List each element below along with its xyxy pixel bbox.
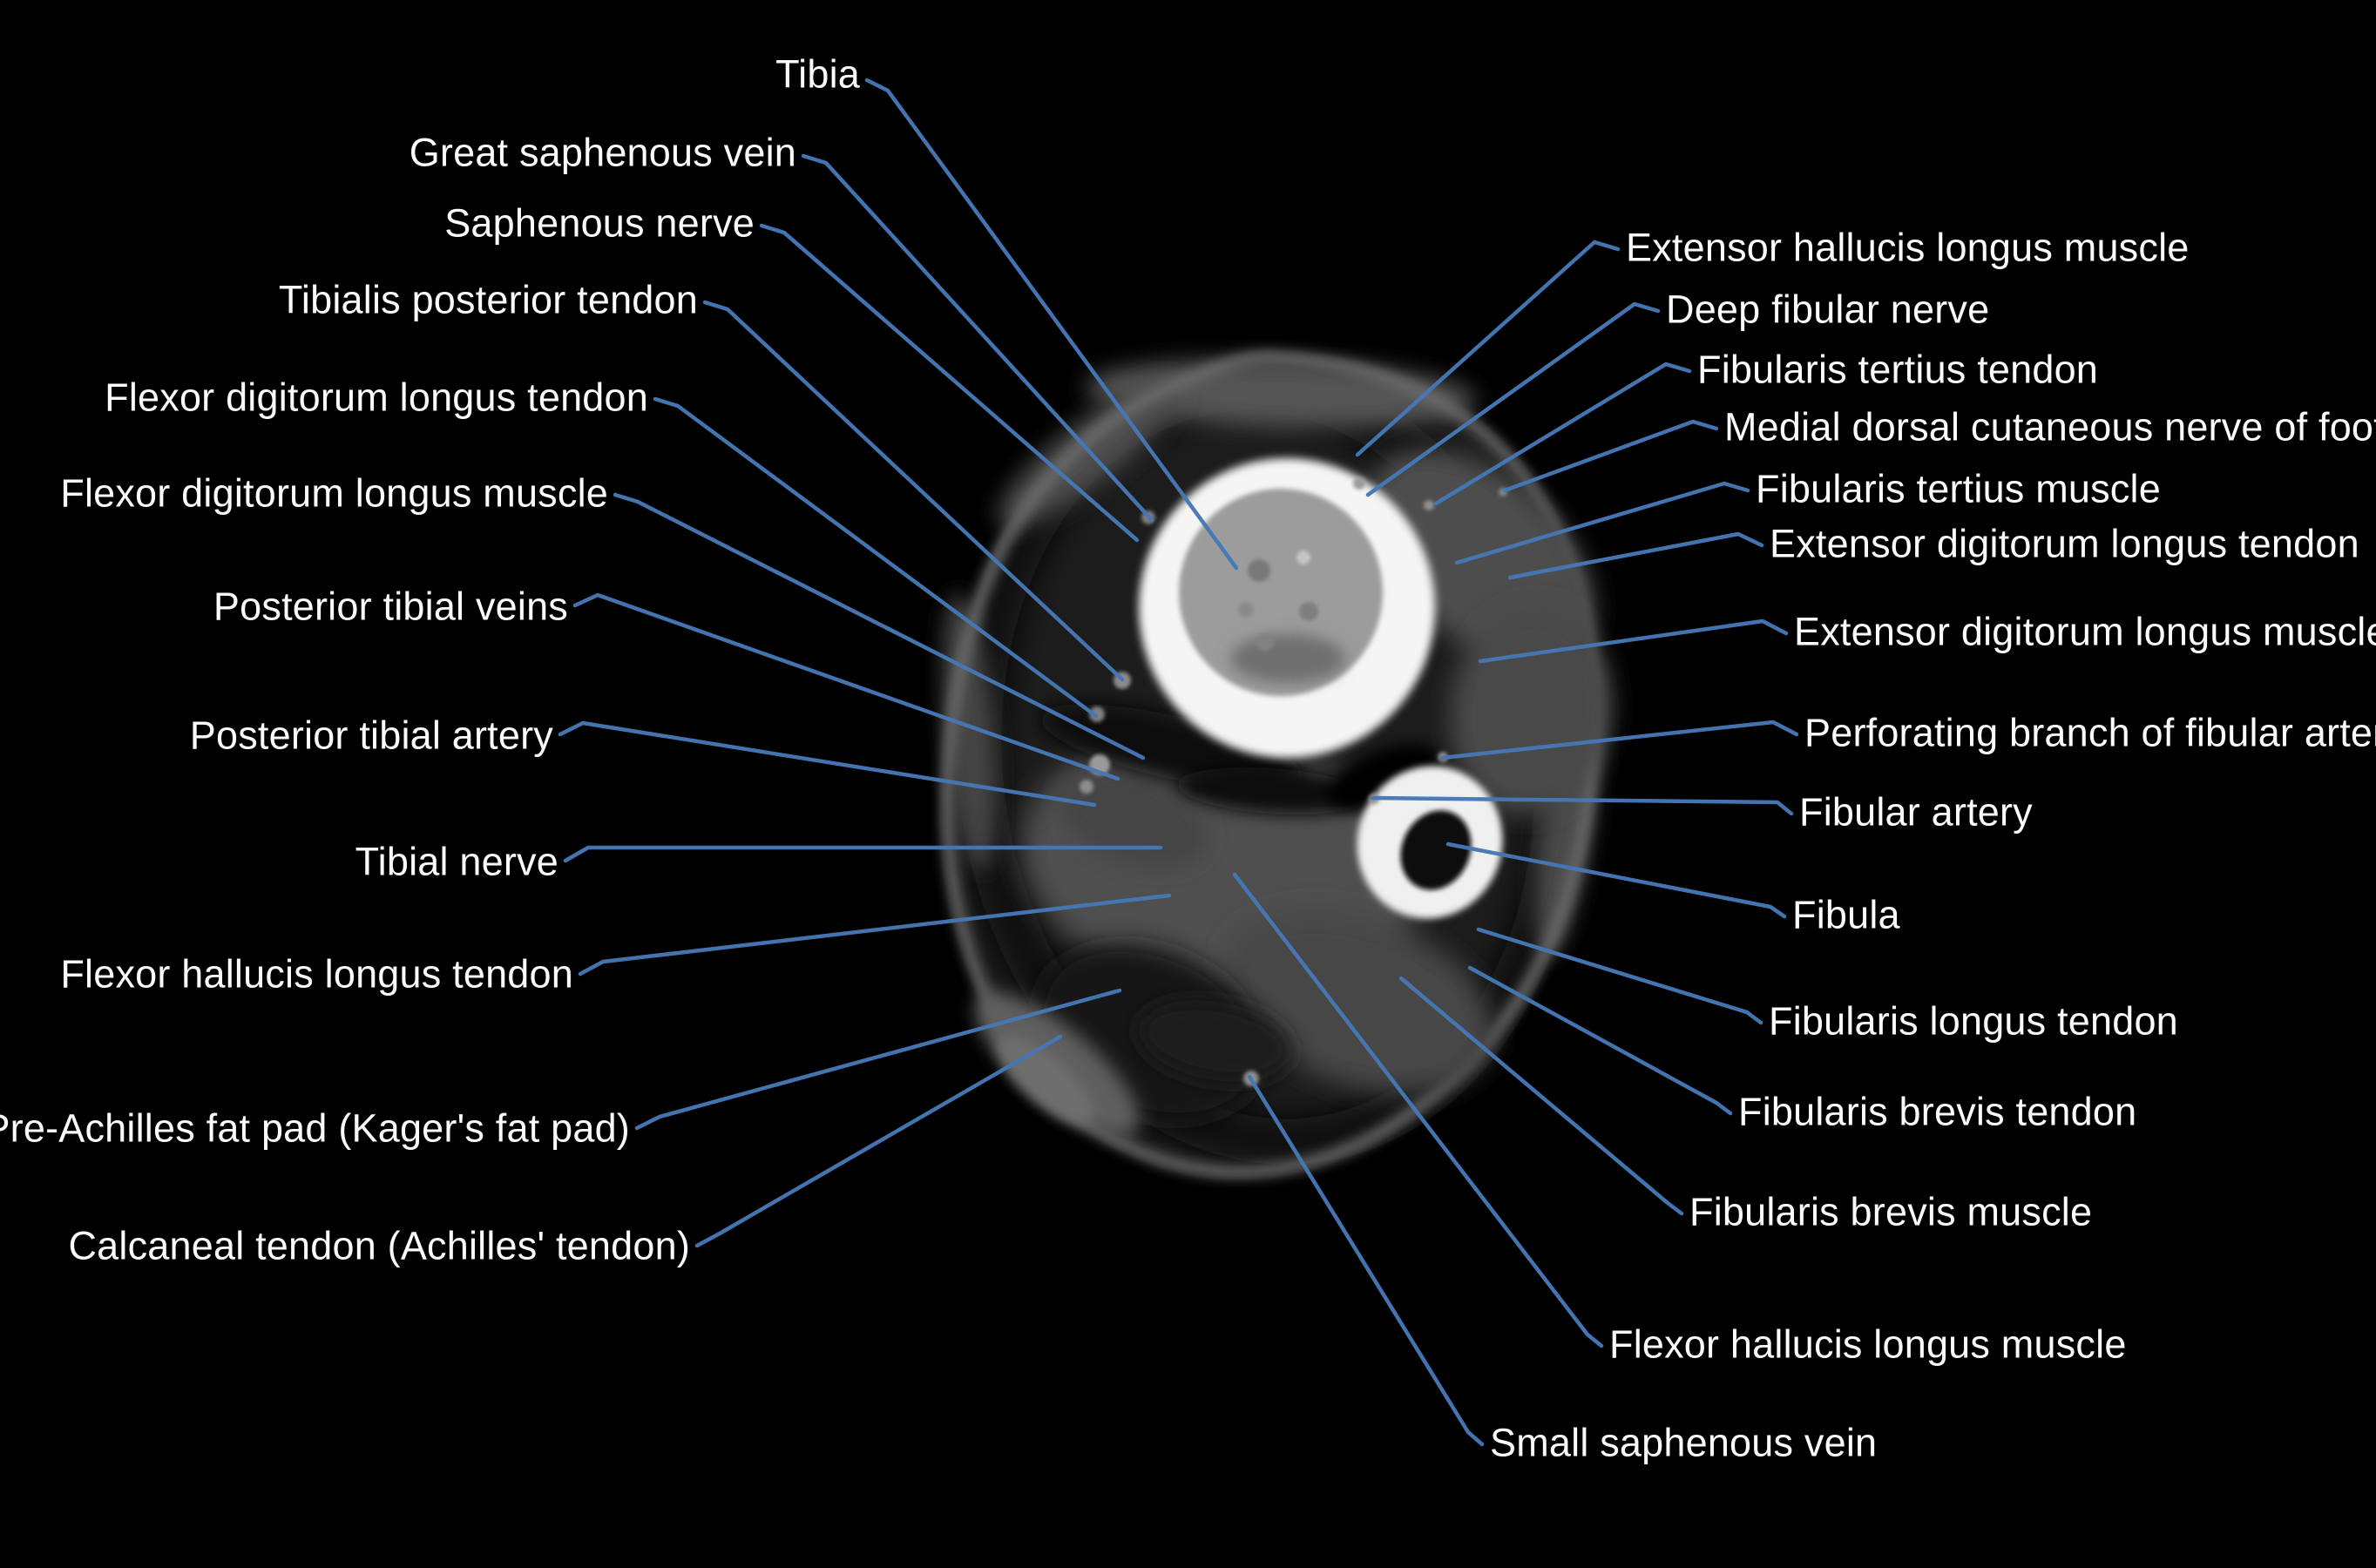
- leader-posterior-tibial-veins: [572, 592, 1120, 781]
- leader-pre-achilles-fat-pad-kager-s-fat-pad: [634, 988, 1122, 1131]
- leader-fibularis-tertius-muscle: [1454, 481, 1750, 565]
- leader-medial-dorsal-cutaneous-nerve-of-foot: [1502, 419, 1719, 493]
- leader-fibularis-longus-tendon: [1476, 927, 1763, 1025]
- tibia-speckle-2: [1299, 602, 1318, 621]
- leader-fibularis-tertius-tendon: [1433, 362, 1692, 506]
- anterior-tendon-dot-1: [1353, 477, 1365, 490]
- fibula-medulla: [1400, 810, 1472, 890]
- leader-tibialis-posterior-tendon: [702, 300, 1125, 682]
- leader-calcaneal-tendon-achilles-tendon: [694, 1034, 1063, 1248]
- leader-deep-fibular-nerve: [1365, 301, 1661, 497]
- leader-extensor-digitorum-longus-muscle: [1478, 618, 1789, 664]
- leader-fibular-artery: [1370, 795, 1794, 816]
- posterior-tibial-artery-dot: [1080, 780, 1093, 794]
- leader-lines-layer: [558, 78, 1799, 1447]
- leader-flexor-digitorum-longus-muscle: [613, 492, 1146, 760]
- leader-flexor-hallucis-longus-tendon: [578, 893, 1172, 977]
- leader-tibial-nerve: [563, 845, 1163, 863]
- tibia-speckle-5: [1238, 602, 1254, 618]
- leader-perforating-branch-of-fibular-artery: [1439, 720, 1799, 760]
- leader-fibularis-brevis-tendon: [1467, 965, 1733, 1116]
- leader-flexor-digitorum-longus-tendon: [653, 396, 1099, 719]
- leader-extensor-hallucis-longus-muscle: [1355, 240, 1621, 457]
- retrotibial-cleft-2: [1176, 767, 1368, 815]
- medial-muscle: [1057, 769, 1208, 868]
- posterior-dark-notch: [1138, 1000, 1293, 1082]
- ct-scan-layer: [941, 351, 1612, 1179]
- tibia-speckle-3: [1256, 633, 1274, 651]
- tibia-medulla-shade: [1230, 634, 1345, 683]
- leader-fibula: [1445, 841, 1787, 919]
- interosseous-cleft: [1327, 744, 1440, 810]
- tibia-speckle-1: [1248, 559, 1270, 582]
- leader-flexor-hallucis-longus-muscle: [1232, 872, 1604, 1348]
- leader-tibia: [864, 78, 1239, 571]
- tibia-speckle-4: [1296, 551, 1310, 564]
- leader-great-saphenous-vein: [801, 153, 1154, 523]
- leader-fibularis-brevis-muscle: [1398, 976, 1684, 1216]
- leader-posterior-tibial-artery: [558, 720, 1097, 808]
- leader-saphenous-nerve: [759, 223, 1140, 543]
- leader-extensor-digitorum-longus-tendon: [1507, 531, 1764, 580]
- anterior-tendon-dot-2: [1424, 500, 1434, 510]
- leader-small-saphenous-vein: [1247, 1074, 1485, 1447]
